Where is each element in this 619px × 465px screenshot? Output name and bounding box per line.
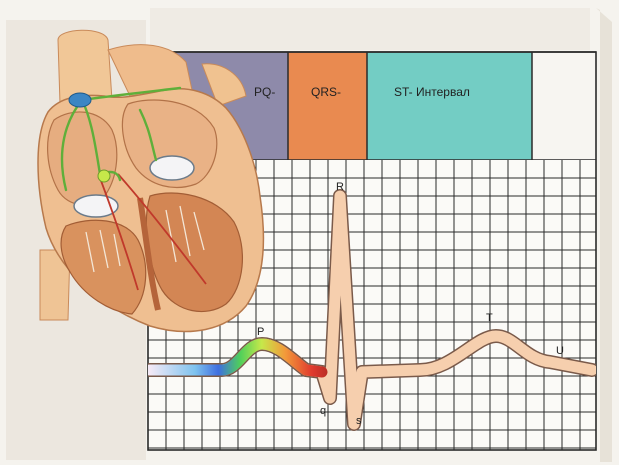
blank-band [532,52,596,160]
st-band [367,52,532,160]
right-atrium [48,112,117,205]
qrs-band [288,52,367,160]
faded-text-top [150,8,590,50]
qrs-label: QRS- [311,85,341,99]
pq-label: PQ- [254,85,275,99]
st-interval-label: ST- Интервал [394,85,470,99]
tricuspid-valve [74,195,118,217]
sa-node [69,93,91,107]
p-wave-label: P [257,326,264,338]
aorta [58,30,112,104]
av-node [98,170,110,182]
r-wave-label: R [336,181,344,193]
u-wave-label: U [556,345,564,357]
t-wave-label: T [486,312,493,324]
s-wave-label: s [356,415,362,427]
q-wave-label: q [320,405,326,417]
